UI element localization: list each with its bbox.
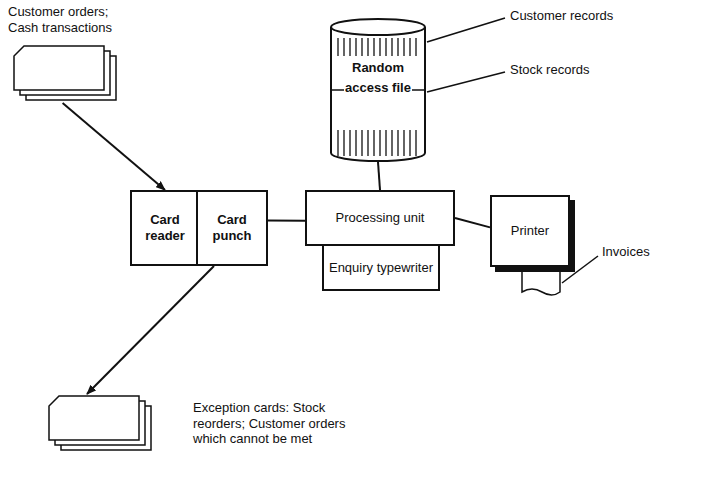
hatch-stroke xyxy=(385,38,386,56)
node-text: Random access file xyxy=(344,58,412,98)
hatch-stroke xyxy=(373,38,374,56)
hatch-stroke xyxy=(391,130,392,156)
node-text: Printer xyxy=(511,223,549,239)
connector xyxy=(378,162,380,190)
connector xyxy=(87,266,214,394)
connector xyxy=(268,219,305,221)
hatch-stroke xyxy=(355,130,356,156)
node-text: Exception cards: Stock reorders; Custome… xyxy=(193,400,363,447)
hatch-stroke xyxy=(379,38,380,56)
hatch-stroke xyxy=(415,38,416,56)
hatch-stroke xyxy=(349,38,350,56)
hatch-stroke xyxy=(403,38,404,56)
hatch-stroke xyxy=(409,38,410,56)
hatch-stroke xyxy=(373,130,374,156)
hatch-stroke xyxy=(391,38,392,56)
hatch-stroke xyxy=(385,130,386,156)
hatch-stroke xyxy=(367,38,368,56)
output-card-stack: Exception cards: Stock reorders; Custome… xyxy=(45,388,395,488)
punched-card xyxy=(49,396,139,440)
punched-card xyxy=(14,46,104,90)
leader-line xyxy=(427,18,505,42)
input-card-stack: Customer orders; Cash transactions xyxy=(8,4,138,106)
card-stack xyxy=(45,392,155,456)
hatch-stroke xyxy=(361,38,362,56)
invoice-paper xyxy=(522,268,560,295)
random-access-file: Random access file xyxy=(330,18,426,162)
connector xyxy=(63,103,165,190)
text-holder: Exception cards: Stock reorders; Custome… xyxy=(193,400,363,447)
device-box: Enquiry typewriter xyxy=(322,244,440,291)
callout-label: Stock records xyxy=(508,62,591,78)
hatch-stroke xyxy=(409,130,410,156)
hatch-stroke xyxy=(397,130,398,156)
hatch-stroke xyxy=(415,130,416,156)
node-text: Processing unit xyxy=(336,210,425,226)
hatch-stroke xyxy=(343,130,344,156)
device-box: Card reader xyxy=(130,190,200,266)
device-box: Processing unit xyxy=(305,190,455,246)
hatch-stroke xyxy=(355,38,356,56)
hatch-stroke xyxy=(403,130,404,156)
callout-label: Customer records xyxy=(508,8,615,24)
text-holder: Random access file xyxy=(344,58,412,98)
node-text: Card reader xyxy=(136,212,194,243)
hatch-stroke xyxy=(349,130,350,156)
hatch-stroke xyxy=(367,130,368,156)
hatch-stroke xyxy=(361,130,362,156)
callout-label: Invoices xyxy=(600,244,652,260)
hatch-stroke xyxy=(343,38,344,56)
leader-line xyxy=(427,72,505,92)
hatch-stroke xyxy=(397,38,398,56)
cylinder-body xyxy=(331,27,425,161)
cylinder-top xyxy=(331,19,425,35)
hatch-stroke xyxy=(337,38,338,56)
connector xyxy=(455,218,490,227)
node-text: Card punch xyxy=(202,212,262,243)
hatch-stroke xyxy=(379,130,380,156)
node-text: Customer orders; Cash transactions xyxy=(8,4,133,35)
card-stack xyxy=(10,42,120,106)
printer-box: Printer xyxy=(490,195,570,267)
hatch-stroke xyxy=(337,130,338,156)
node-text: Enquiry typewriter xyxy=(329,260,433,276)
device-box: Card punch xyxy=(196,190,268,266)
